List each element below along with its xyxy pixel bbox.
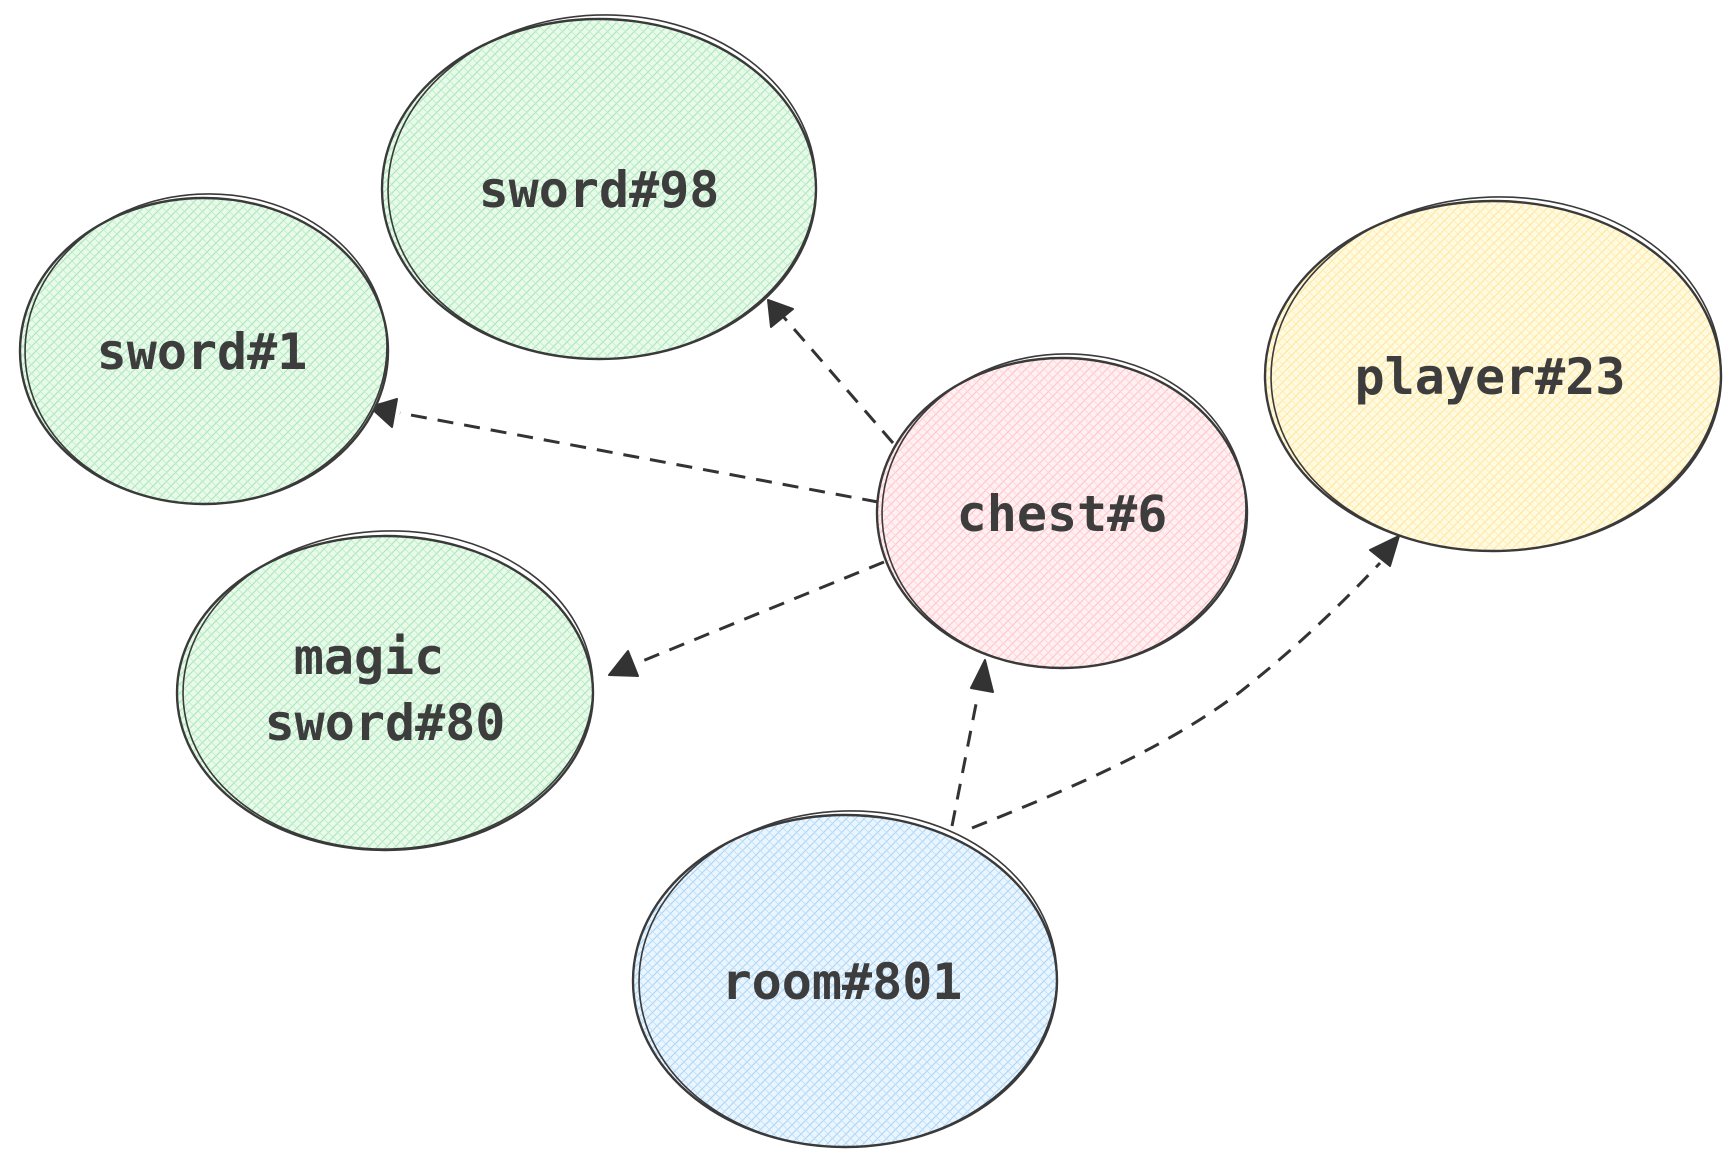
node-label: room#801 [722,953,963,1011]
arrowhead-icon [970,659,994,693]
edges [369,299,1400,830]
node-magic-sword80[interactable]: magic sword#80 [175,524,598,856]
node-sword98[interactable]: sword#98 [380,8,822,367]
edge-room-to-player [971,535,1400,830]
arrowhead-icon [608,650,639,677]
edge-room-to-chest [950,659,994,827]
node-player23[interactable]: player#23 [1263,189,1727,558]
edge-line [779,313,895,444]
edge-line [950,693,980,827]
node-chest6[interactable]: chest#6 [874,345,1254,678]
edge-chest-to-magic-sword80 [608,560,885,677]
node-ellipse-sketch [638,810,1058,1148]
node-ellipse-sketch [387,14,817,360]
node-ellipse-sketch [182,530,594,850]
arrowhead-icon [1369,535,1400,567]
edge-line [399,411,879,504]
edge-chest-to-sword1 [369,398,879,504]
edge-line [971,561,1382,830]
node-ellipse-sketch [1270,196,1722,552]
node-ellipse-sketch [881,353,1247,669]
node-sword1[interactable]: sword#1 [17,185,395,514]
node-room801[interactable]: room#801 [631,804,1063,1154]
node-label: sword#1 [97,323,308,381]
node-ellipse-sketch [24,193,388,505]
arrowhead-icon [767,299,794,328]
edge-chest-to-sword98 [767,299,895,444]
node-label: player#23 [1355,348,1626,406]
node-label: chest#6 [957,485,1168,543]
node-label-line2: sword#80 [265,694,506,752]
node-label: sword#98 [479,161,720,219]
node-label-line1: magic [294,628,445,686]
edge-line [639,560,885,664]
